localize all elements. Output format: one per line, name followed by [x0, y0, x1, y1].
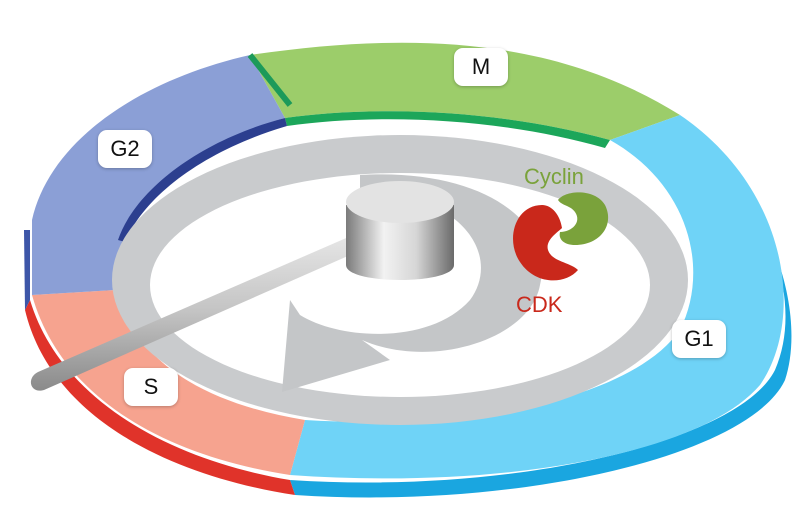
lever-rod — [30, 231, 373, 391]
hub-cylinder — [346, 205, 454, 280]
ring-segment-g2 — [32, 55, 285, 295]
cdk-label: CDK — [516, 292, 563, 317]
ring-edge-g2 — [24, 230, 30, 310]
ring-inner-edge-m — [285, 111, 610, 148]
ring-segment-m — [250, 42, 680, 140]
phase-label-m: M — [454, 48, 508, 86]
phase-label-g2: G2 — [98, 130, 152, 168]
cdk-shape — [513, 205, 578, 281]
ring-segment-g1 — [290, 115, 784, 479]
phase-label-s: S — [124, 368, 178, 406]
cyclin-shape — [558, 192, 609, 245]
ring-inner-edge-g2 — [118, 118, 287, 242]
phase-label-g1: G1 — [672, 320, 726, 358]
cyclin-label: Cyclin — [524, 164, 584, 189]
ring-edge-s — [25, 300, 295, 495]
hub-cylinder-top — [346, 181, 454, 223]
ring-divider — [247, 53, 293, 107]
rotation-arrow — [282, 174, 542, 392]
